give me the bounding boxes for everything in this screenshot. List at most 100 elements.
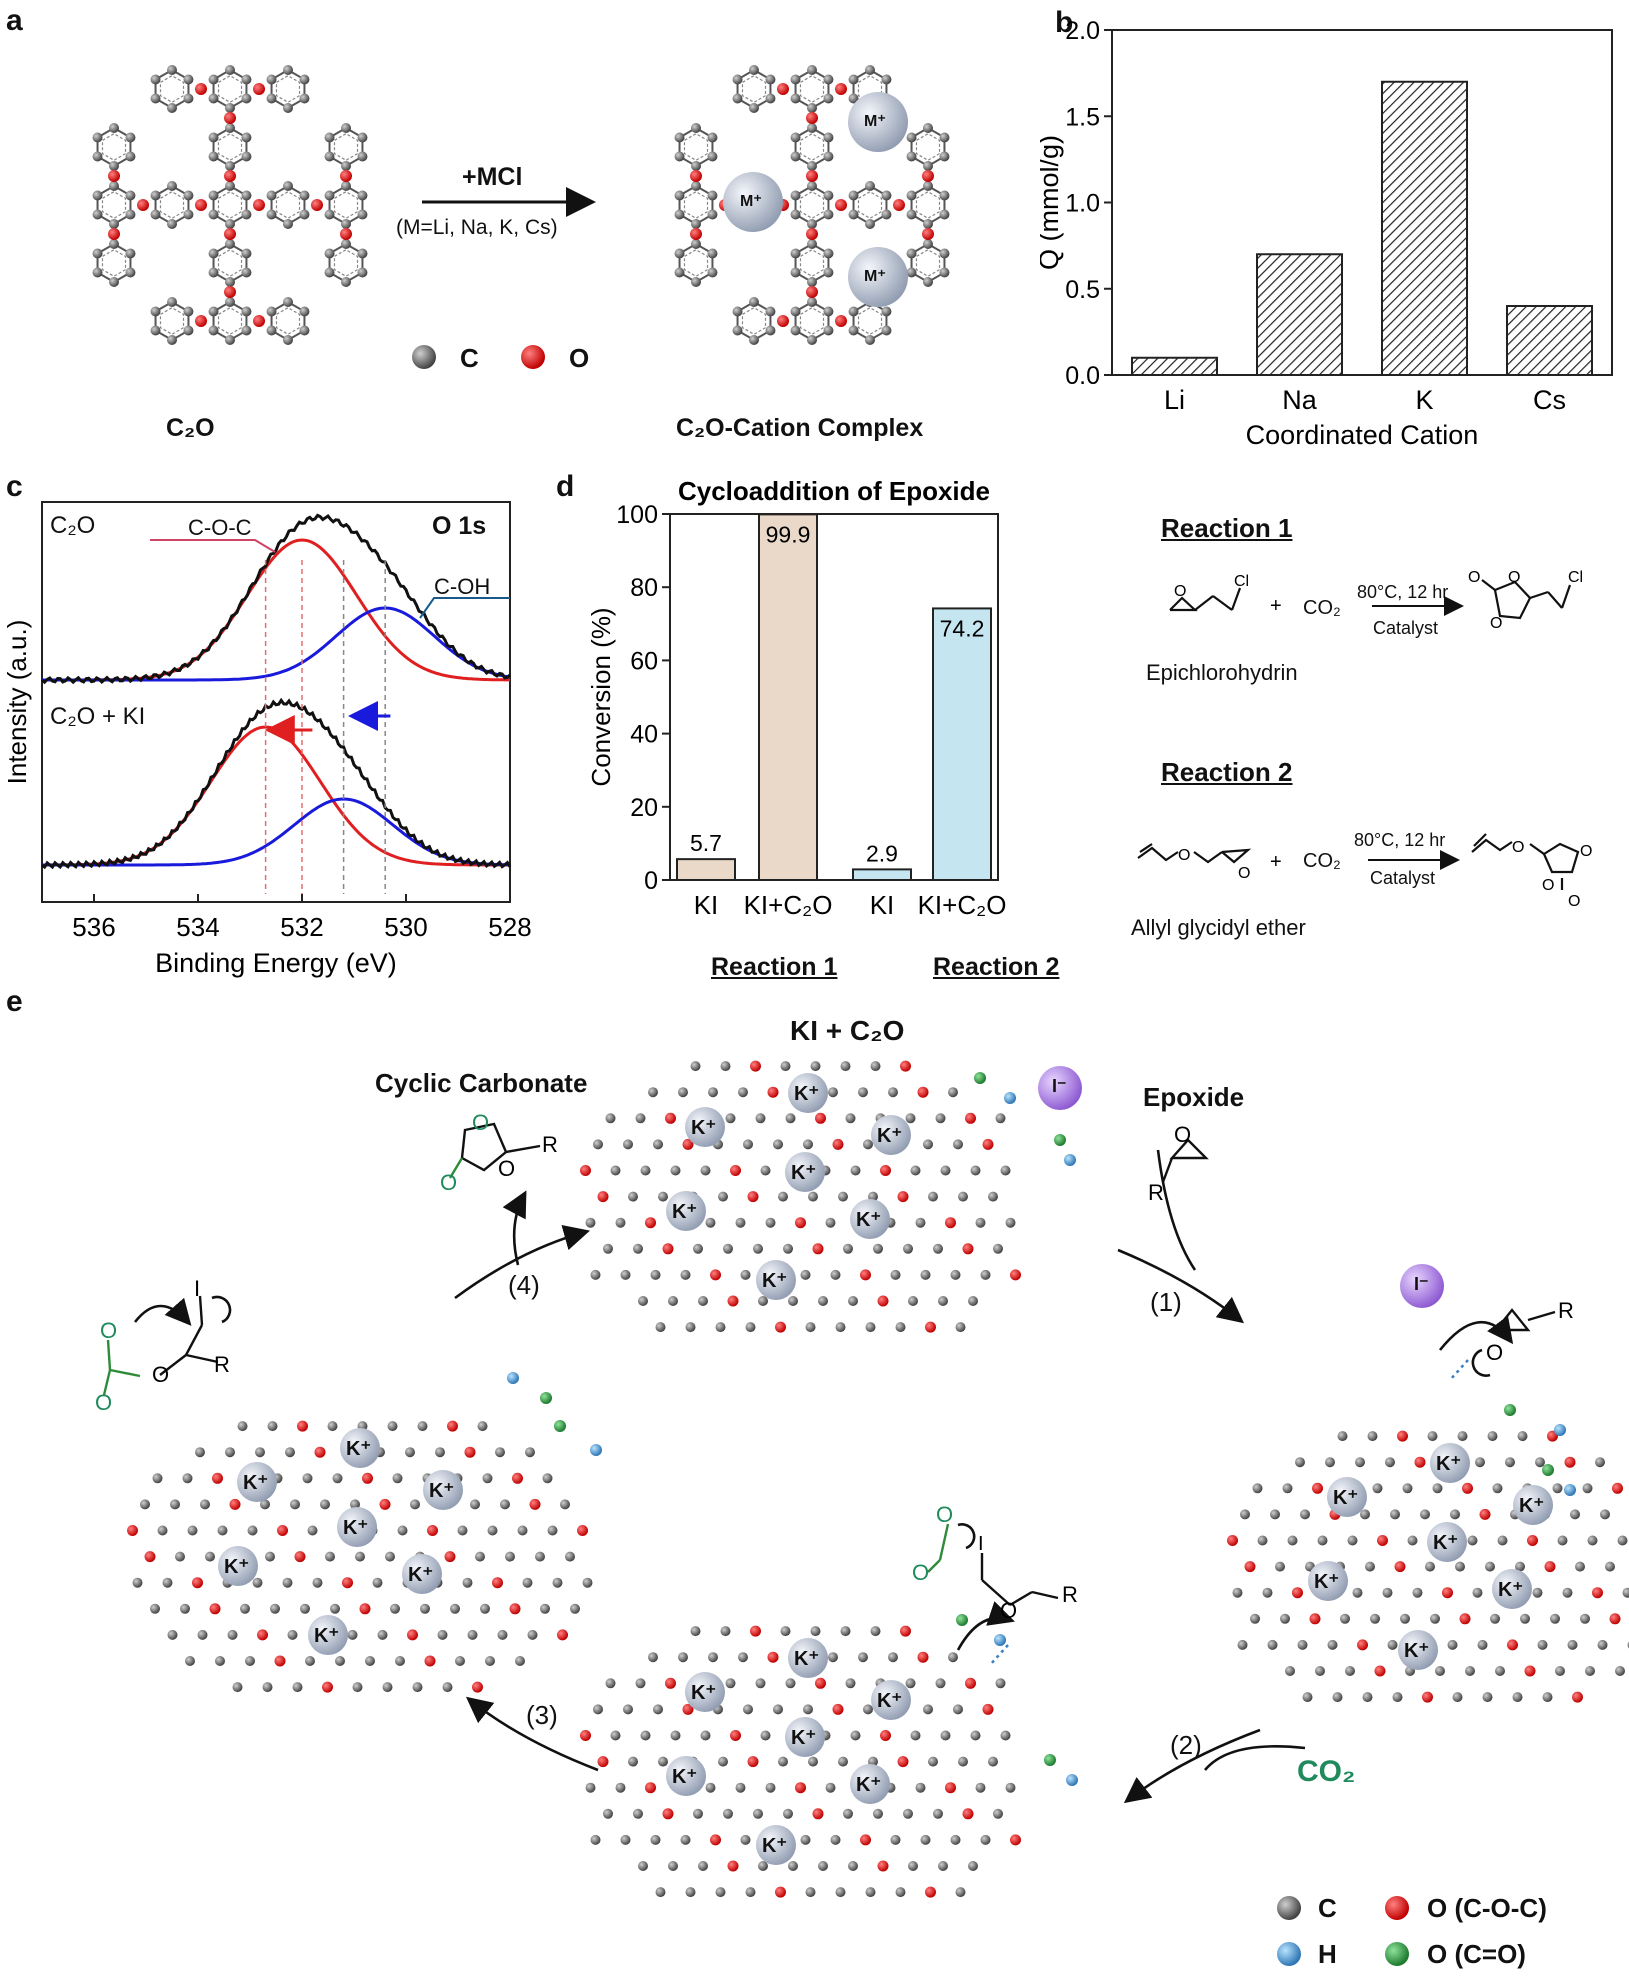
reaction-2-co2: CO₂	[1303, 850, 1341, 872]
y-tick-label: 20	[630, 794, 658, 822]
panel-e-letter: e	[6, 985, 23, 1018]
potassium-cation-label: K⁺	[691, 1117, 716, 1139]
metal-cation-icon	[848, 247, 908, 307]
cyclic-carbonate-structure	[460, 1122, 508, 1172]
allyl-glycidyl-ether-structure	[1137, 843, 1252, 864]
xps-bottom-envelope	[41, 697, 512, 870]
potassium-cation-icon	[423, 1470, 463, 1510]
potassium-cation-icon	[1427, 1522, 1467, 1562]
svg-text:O: O	[1490, 615, 1502, 632]
xps-top-envelope	[41, 513, 512, 685]
ring-opening-arrow	[1471, 1348, 1491, 1377]
potassium-cation-label: K⁺	[877, 1690, 902, 1712]
potassium-cation-icon	[340, 1428, 380, 1468]
step-1-label: (1)	[1150, 1287, 1182, 1317]
svg-text:O: O	[1580, 843, 1592, 860]
legend-oxygen-co-label: O (C=O)	[1427, 1939, 1526, 1969]
bar-cs	[1506, 305, 1593, 376]
svg-text:O: O	[440, 1170, 457, 1195]
potassium-cation-label: K⁺	[762, 1270, 787, 1292]
c-oh-leader-line	[419, 597, 510, 619]
co2-bond-arrow	[957, 1523, 976, 1550]
reaction-1-conditions: 80°C, 12 hr	[1357, 582, 1449, 602]
bar-na	[1256, 253, 1343, 376]
y-axis-label: Intensity (a.u.)	[2, 620, 32, 785]
y-tick-label: 0	[644, 867, 658, 895]
svg-text:R: R	[1062, 1582, 1078, 1607]
xps-bottom-sample-label: C₂O + KI	[50, 703, 146, 730]
potassium-cation-label: K⁺	[314, 1625, 339, 1647]
potassium-cation-icon	[850, 1764, 890, 1804]
legend-oxygen-label: O	[569, 343, 590, 373]
potassium-cation-icon	[685, 1672, 725, 1712]
potassium-cation-icon	[218, 1546, 258, 1586]
svg-text:O: O	[1508, 569, 1520, 586]
x-category-label: KI	[870, 890, 895, 920]
potassium-cation-label: K⁺	[762, 1835, 787, 1857]
epichlorohydrin-structure	[1169, 587, 1242, 612]
y-tick-label: 1.0	[1065, 190, 1100, 218]
potassium-cation-icon	[308, 1615, 348, 1655]
xps-top-sample-label: C₂O	[50, 512, 96, 539]
bar-li	[1131, 356, 1218, 376]
svg-text:O: O	[1542, 877, 1554, 894]
potassium-cation-icon	[1398, 1630, 1438, 1670]
svg-text:O: O	[1174, 1122, 1191, 1147]
step-4-arrow	[454, 1225, 591, 1300]
c2o-cation-complex-structure	[674, 65, 950, 345]
y-tick-label: 0.5	[1065, 276, 1100, 304]
potassium-cation-icon	[871, 1115, 911, 1155]
svg-text:R: R	[1148, 1180, 1164, 1205]
svg-text:O: O	[100, 1318, 117, 1343]
group-reaction-1-label: Reaction 1	[711, 953, 838, 981]
xps-peak-c-o-c-label: C-O-C	[188, 515, 252, 540]
panel-b-letter: b	[1055, 6, 1074, 39]
potassium-cation-label: K⁺	[794, 1083, 819, 1105]
svg-text:O: O	[498, 1156, 515, 1181]
potassium-cation-icon	[756, 1825, 796, 1865]
svg-text:I: I	[194, 1276, 200, 1301]
svg-text:+: +	[1270, 595, 1282, 617]
legend-hydrogen-label: H	[1318, 1939, 1337, 1969]
ring-closing-arrow	[133, 1297, 192, 1326]
metal-cation-label: M⁺	[740, 193, 762, 210]
x-tick-label: 536	[72, 912, 115, 942]
iodide-leave-arrow	[211, 1295, 232, 1324]
potassium-cation-icon	[871, 1680, 911, 1720]
panel-d-conversion-chart: Cycloaddition of Epoxide020406080100Conv…	[586, 476, 1006, 920]
svg-text:O: O	[1468, 569, 1480, 586]
panel-d-letter: d	[556, 470, 575, 503]
y-tick-label: 2.0	[1065, 17, 1100, 45]
potassium-cation-icon	[666, 1756, 706, 1796]
y-tick-label: 100	[616, 501, 658, 529]
svg-text:O: O	[912, 1560, 929, 1585]
x-tick-label: Na	[1282, 385, 1317, 415]
iodide-ion-icon	[1400, 1264, 1444, 1308]
c-o-c-leader-line	[150, 539, 276, 553]
reaction-2-title: Reaction 2	[1161, 757, 1293, 787]
xps-peak-c-oh-label: C-OH	[434, 574, 491, 599]
reaction-1-catalyst: Catalyst	[1373, 618, 1439, 638]
activated-epoxide-structure	[1493, 1308, 1531, 1332]
potassium-cation-icon	[850, 1199, 890, 1239]
potassium-cation-label: K⁺	[1404, 1640, 1429, 1662]
conversion-bar	[676, 858, 736, 881]
potassium-cation-label: K⁺	[791, 1727, 816, 1749]
c2o-cation-complex-label: C₂O-Cation Complex	[676, 414, 924, 442]
potassium-cation-label: K⁺	[672, 1766, 697, 1788]
legend-oxygen-co-icon	[1385, 1942, 1409, 1966]
plot-frame	[41, 501, 511, 903]
cycle-center-title: KI + C₂O	[790, 1015, 905, 1046]
metal-cation-label: M⁺	[864, 113, 886, 130]
potassium-cation-icon	[685, 1107, 725, 1147]
epoxide-label: Epoxide	[1143, 1082, 1245, 1112]
x-category-label: KI+C₂O	[744, 890, 833, 920]
step-3-label: (3)	[526, 1700, 558, 1730]
x-category-label: KI	[694, 890, 719, 920]
potassium-cation-label: K⁺	[346, 1438, 371, 1460]
bar-value-label: 74.2	[940, 615, 985, 641]
y-axis-label: Conversion (%)	[586, 607, 616, 786]
epoxide-approach-line	[1156, 1149, 1197, 1271]
